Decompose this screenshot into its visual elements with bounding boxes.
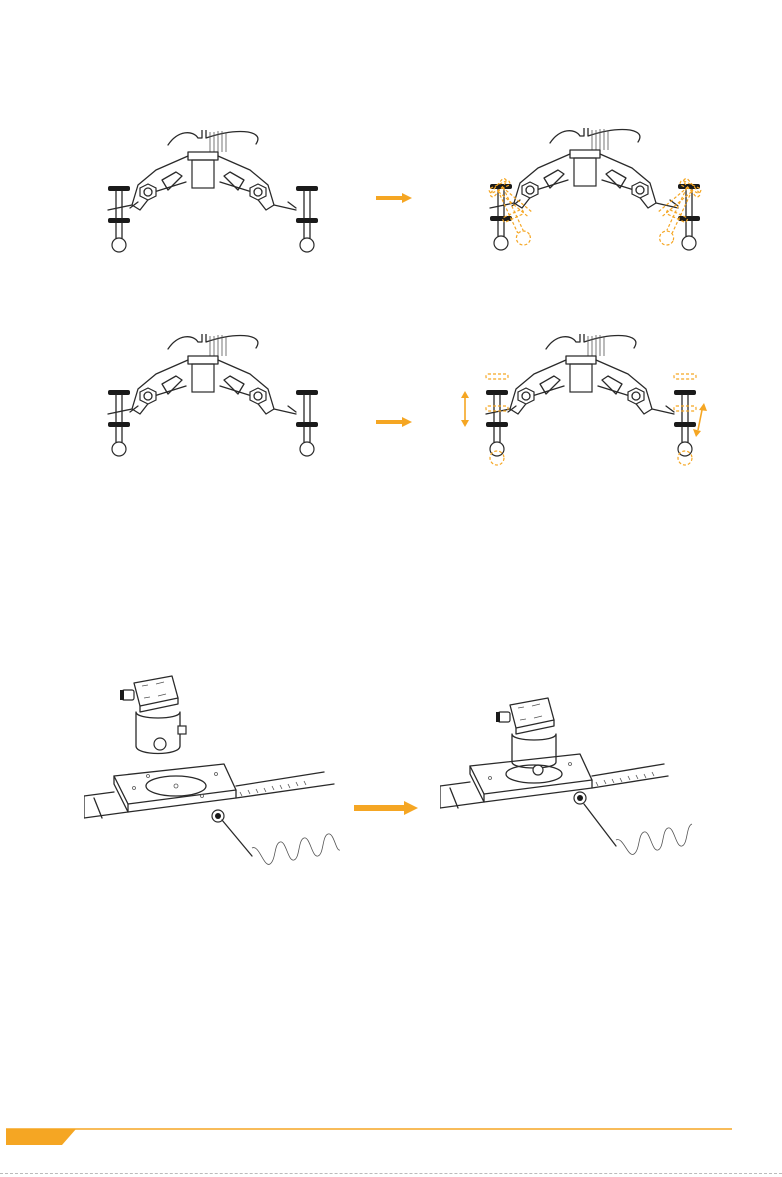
page-edge-rule [0,1173,782,1174]
up-down-arrow-icon [693,403,707,437]
figure-rotate-legs-before [98,130,330,256]
right-arrow-icon [354,801,418,815]
figure-mount-head-before [84,668,340,878]
right-arrow-icon [376,417,414,427]
figure-rotate-legs-after [470,128,720,256]
figure-leg-height-before [98,334,330,460]
right-arrow-icon [376,193,414,203]
footer-accent-bar [6,1127,732,1147]
figure-leg-height-after [456,334,716,470]
up-down-arrow-icon [461,391,469,427]
figure-mount-head-after [440,690,696,860]
